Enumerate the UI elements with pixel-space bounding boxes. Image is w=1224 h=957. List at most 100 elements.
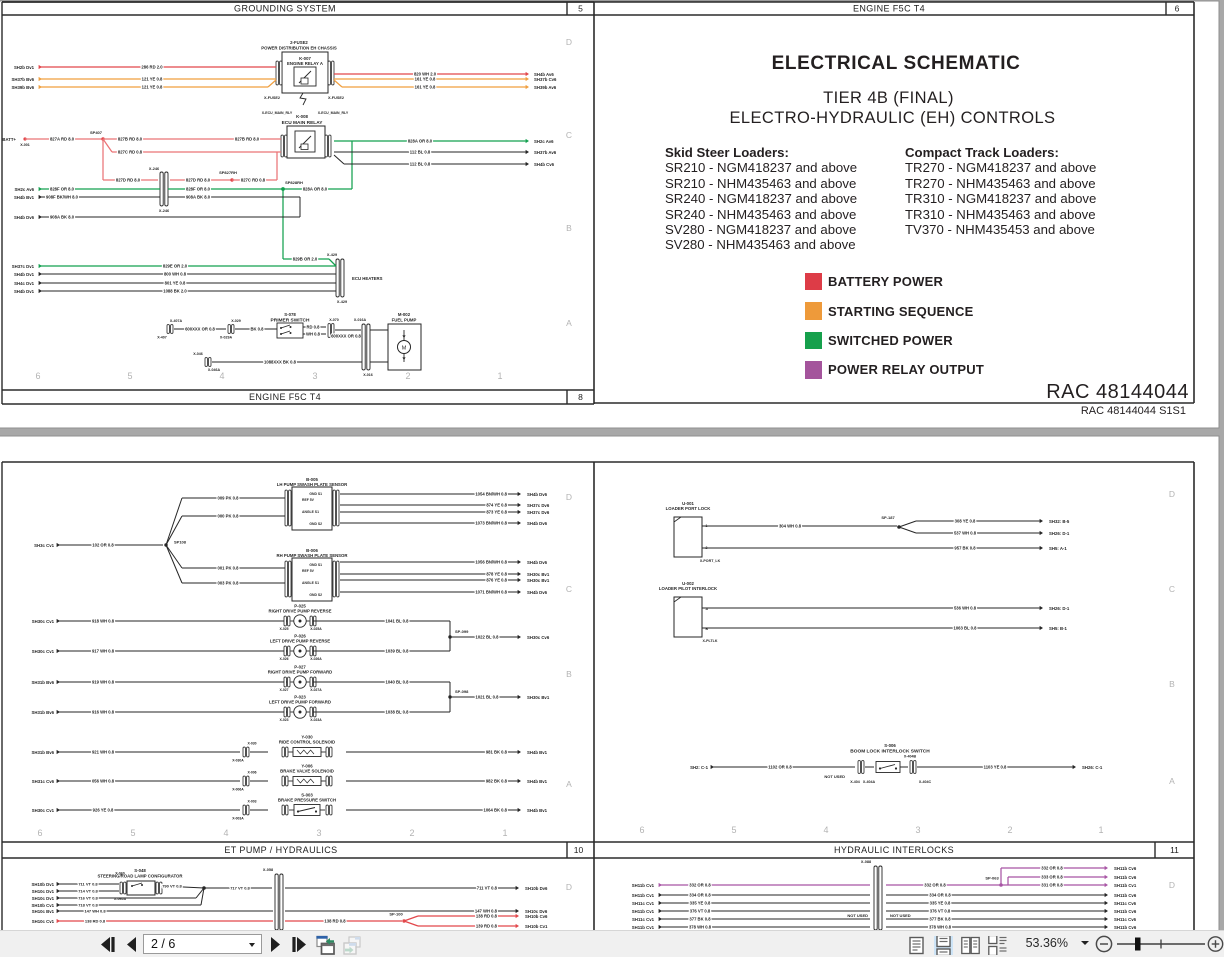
- zoom-slider-thumb[interactable]: [1135, 937, 1141, 951]
- status-bar: 2 / 6: [0, 930, 1224, 957]
- svg-text:SH11b Cv1: SH11b Cv1: [632, 925, 655, 930]
- svg-text:827D RD 8.0: 827D RD 8.0: [186, 178, 211, 183]
- legend-swatch: [805, 361, 822, 379]
- list-item: TR270 - NHM435463 and above: [905, 175, 1096, 191]
- legend-label: BATTERY POWER: [828, 274, 944, 290]
- svg-text:X-404B: X-404B: [904, 755, 917, 759]
- svg-text:SP-098: SP-098: [455, 689, 469, 694]
- first-page-button[interactable]: [100, 936, 116, 953]
- svg-text:536 WH 0.8: 536 WH 0.8: [954, 606, 977, 611]
- zoom-menu-caret-icon[interactable]: [1081, 941, 1089, 945]
- layout-single-page-button[interactable]: [907, 936, 926, 955]
- svg-text:A: A: [1169, 776, 1175, 786]
- svg-text:SP828RH: SP828RH: [285, 180, 303, 185]
- zoom-out-button[interactable]: [1095, 935, 1113, 953]
- svg-text:1073 BN/WH 0.8: 1073 BN/WH 0.8: [475, 521, 507, 526]
- svg-text:876 YE 0.8: 876 YE 0.8: [486, 578, 507, 583]
- svg-text:Y-006: Y-006: [301, 764, 313, 769]
- compact-track-loaders-header: Compact Track Loaders:: [905, 145, 1059, 160]
- svg-text:1041 BL 0.8: 1041 BL 0.8: [386, 619, 410, 624]
- layout-continuous-button[interactable]: [934, 935, 953, 955]
- svg-text:827B RD 8.0: 827B RD 8.0: [118, 137, 143, 142]
- next-page-button[interactable]: [270, 936, 282, 953]
- svg-text:SP-063: SP-063: [985, 876, 999, 881]
- svg-text:1: 1: [1098, 825, 1103, 835]
- svg-text:P-026: P-026: [294, 634, 306, 639]
- svg-text:957 BK 0.8: 957 BK 0.8: [954, 546, 976, 551]
- svg-text:PRIMER SWITCH: PRIMER SWITCH: [271, 318, 310, 324]
- svg-text:286 RD 2.0: 286 RD 2.0: [141, 65, 163, 70]
- svg-text:B-005: B-005: [306, 477, 318, 482]
- svg-text:X-060A: X-060A: [114, 897, 127, 901]
- page-number-input[interactable]: 2 / 6: [143, 933, 262, 954]
- svg-text:377 BK 0.8: 377 BK 0.8: [689, 917, 711, 922]
- svg-text:X-070: X-070: [329, 318, 339, 322]
- svg-text:X-025A: X-025A: [310, 627, 322, 631]
- svg-text:112 BL 0.8: 112 BL 0.8: [410, 162, 431, 167]
- svg-text:U-002: U-002: [682, 581, 694, 586]
- svg-text:SP827RH: SP827RH: [219, 170, 237, 175]
- svg-text:S-006: S-006: [884, 743, 896, 748]
- zoom-slider[interactable]: [1116, 935, 1206, 953]
- layout-continuous-facing-button[interactable]: [988, 935, 1008, 955]
- schematic-title: ELECTRICAL SCHEMATIC: [771, 53, 1021, 74]
- svg-text:RIGHT DRIVE PUMP FORWARD: RIGHT DRIVE PUMP FORWARD: [268, 670, 333, 675]
- svg-text:P-027: P-027: [294, 665, 306, 670]
- svg-text:800 WH 0.8: 800 WH 0.8: [164, 272, 187, 277]
- list-item: SV280 - NHM435463 and above: [665, 237, 856, 253]
- svg-text:828F OR 8.0: 828F OR 8.0: [50, 187, 75, 192]
- svg-text:X-404C: X-404C: [919, 780, 932, 784]
- svg-text:1: 1: [497, 371, 502, 381]
- svg-text:161 YE 0.8: 161 YE 0.8: [415, 85, 436, 90]
- svg-text:2: 2: [1007, 825, 1012, 835]
- svg-text:X-006: X-006: [247, 771, 256, 775]
- svg-text:K-007: K-007: [299, 56, 311, 61]
- next-view-button[interactable]: [343, 935, 362, 955]
- svg-text:SH31b Bv6: SH31b Bv6: [32, 750, 55, 755]
- svg-text:X-070A: X-070A: [334, 336, 347, 340]
- svg-text:BK 0.8: BK 0.8: [250, 327, 264, 332]
- svg-text:SH4b Bv1: SH4b Bv1: [527, 779, 548, 784]
- svg-text:GROUNDING SYSTEM: GROUNDING SYSTEM: [234, 4, 336, 14]
- svg-text:376 VT 0.8: 376 VT 0.8: [690, 909, 711, 914]
- svg-text:LOADER PORT LOCK: LOADER PORT LOCK: [666, 506, 712, 511]
- last-page-button[interactable]: [291, 936, 307, 953]
- svg-text:139 RD 0.8: 139 RD 0.8: [476, 924, 498, 929]
- previous-view-button[interactable]: [316, 935, 335, 955]
- svg-text:U-001: U-001: [682, 501, 694, 506]
- svg-text:SH11c Cv6: SH11c Cv6: [1114, 901, 1137, 906]
- svg-text:827A RD 8.0: 827A RD 8.0: [50, 137, 75, 142]
- svg-text:SH4b Bv1: SH4b Bv1: [14, 195, 35, 200]
- svg-text:X-ECU_MAIN_RLY: X-ECU_MAIN_RLY: [262, 111, 293, 115]
- svg-text:SH30c Bv1: SH30c Bv1: [527, 578, 550, 583]
- svg-text:C: C: [1169, 584, 1175, 594]
- svg-text:X-046A: X-046A: [208, 368, 221, 372]
- list-item: TV370 - NHM435453 and above: [905, 222, 1095, 238]
- svg-text:6: 6: [37, 828, 42, 838]
- svg-text:GND S1: GND S1: [309, 492, 322, 496]
- previous-page-button[interactable]: [125, 936, 137, 953]
- svg-text:X-030A: X-030A: [232, 759, 244, 763]
- svg-text:4: 4: [223, 828, 228, 838]
- svg-text:003 PK 0.8: 003 PK 0.8: [218, 581, 240, 586]
- page-number-value: 2 / 6: [151, 936, 176, 951]
- svg-text:SH30c Cv6: SH30c Cv6: [527, 635, 550, 640]
- svg-text:A: A: [566, 779, 572, 789]
- svg-text:X-407: X-407: [157, 336, 167, 340]
- layout-two-pages-button[interactable]: [961, 936, 980, 955]
- legend-swatch: [805, 302, 822, 320]
- svg-text:982 BK 0.8: 982 BK 0.8: [486, 779, 508, 784]
- svg-text:SH4b Av6: SH4b Av6: [534, 72, 554, 77]
- svg-text:147 WH 0.8: 147 WH 0.8: [84, 909, 106, 914]
- skid-steer-loaders-list: Skid Steer Loaders: SR210 - NGM418237 an…: [665, 145, 857, 253]
- svg-text:BRAKE VALVE SOLENOID: BRAKE VALVE SOLENOID: [280, 769, 334, 774]
- zoom-in-button[interactable]: [1207, 935, 1224, 953]
- page-combo-caret-icon[interactable]: [249, 942, 255, 947]
